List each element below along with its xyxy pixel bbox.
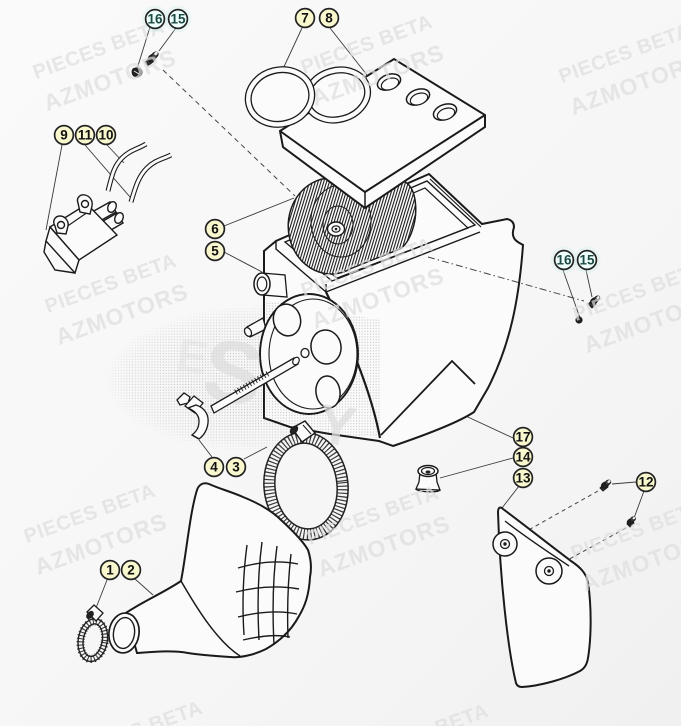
svg-text:6: 6 xyxy=(211,222,219,237)
svg-text:9: 9 xyxy=(60,128,68,143)
svg-text:16: 16 xyxy=(147,12,163,27)
svg-text:13: 13 xyxy=(515,471,531,486)
svg-text:Y: Y xyxy=(314,391,360,459)
svg-text:17: 17 xyxy=(515,430,530,445)
svg-text:15: 15 xyxy=(579,253,595,268)
svg-text:12: 12 xyxy=(638,475,653,490)
svg-text:11: 11 xyxy=(78,128,93,143)
svg-text:15: 15 xyxy=(170,12,186,27)
svg-text:14: 14 xyxy=(515,450,531,465)
svg-text:10: 10 xyxy=(98,128,113,143)
svg-text:2: 2 xyxy=(127,563,135,578)
svg-text:3: 3 xyxy=(232,460,240,475)
svg-text:4: 4 xyxy=(210,460,218,475)
svg-text:16: 16 xyxy=(556,253,572,268)
svg-text:7: 7 xyxy=(301,11,309,26)
svg-text:8: 8 xyxy=(325,11,333,26)
svg-text:5: 5 xyxy=(211,244,219,259)
svg-text:E: E xyxy=(174,328,212,384)
svg-text:1: 1 xyxy=(106,563,114,578)
svg-text:S: S xyxy=(197,319,269,425)
